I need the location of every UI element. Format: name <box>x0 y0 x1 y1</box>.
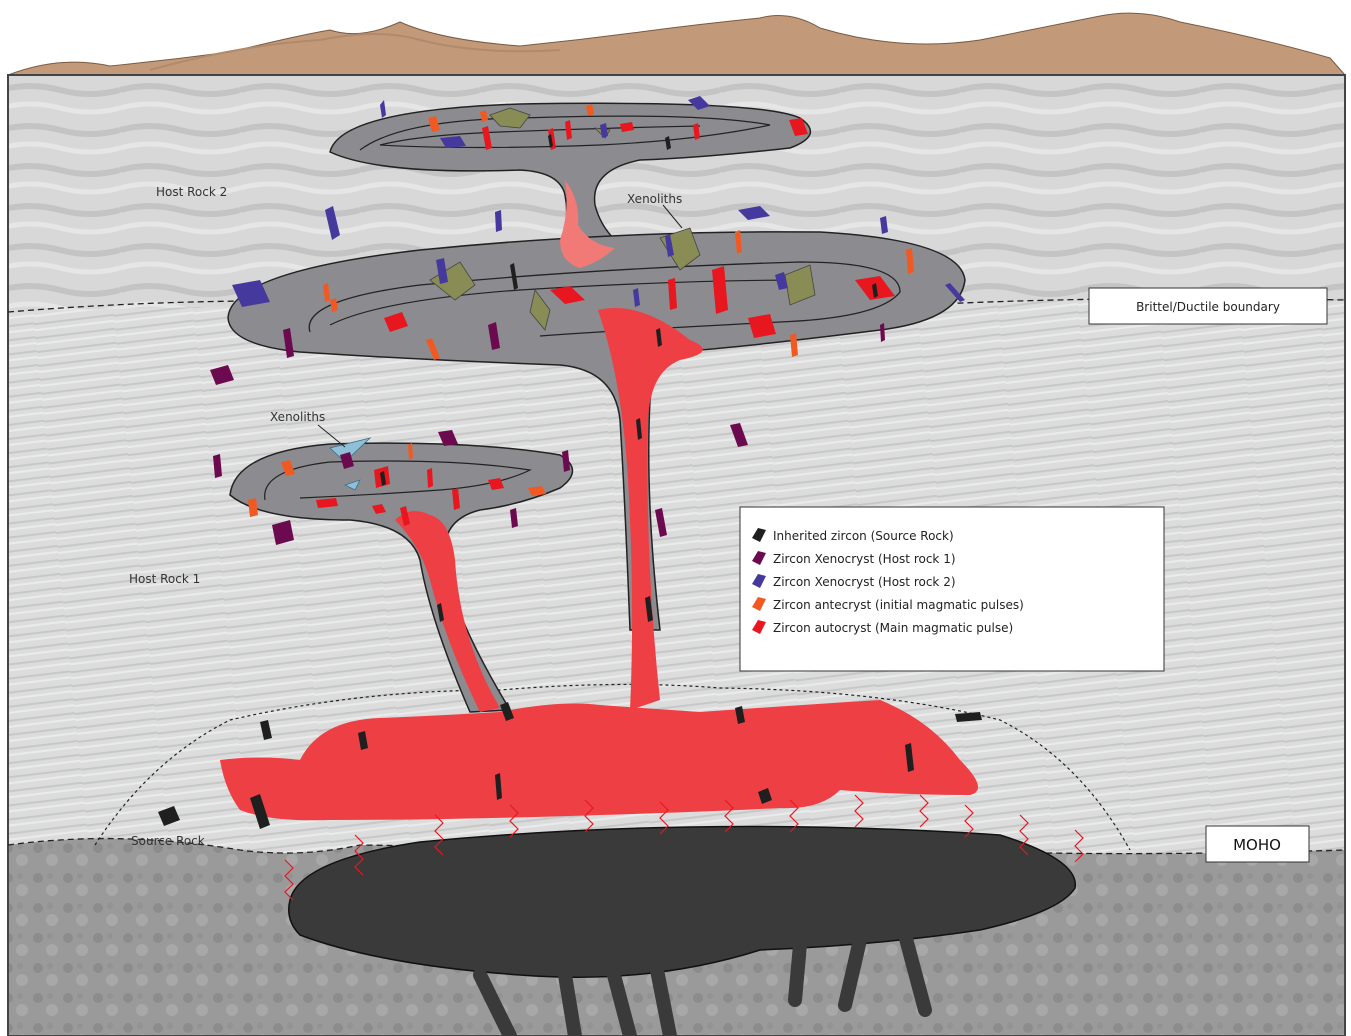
legend: Inherited zircon (Source Rock) Zircon Xen… <box>740 507 1164 671</box>
legend-label: Zircon antecryst (initial magmatic pulse… <box>773 598 1024 612</box>
brittle-ductile-box: Brittel/Ductile boundary <box>1089 288 1327 324</box>
legend-item: Zircon Xenocryst (Host rock 2) <box>752 574 956 589</box>
label-xenoliths-upper: Xenoliths <box>627 192 682 206</box>
legend-item: Zircon autocryst (Main magmatic pulse) <box>752 620 1013 635</box>
label-host-rock-1: Host Rock 1 <box>129 572 200 586</box>
moho-box: MOHO <box>1206 826 1309 862</box>
legend-item: Zircon antecryst (initial magmatic pulse… <box>752 597 1024 612</box>
label-host-rock-2: Host Rock 2 <box>156 185 227 199</box>
legend-label: Zircon Xenocryst (Host rock 2) <box>773 575 956 589</box>
moho-label: MOHO <box>1233 836 1281 854</box>
legend-item: Zircon Xenocryst (Host rock 1) <box>752 551 956 566</box>
legend-item: Inherited zircon (Source Rock) <box>752 528 954 543</box>
brittle-ductile-label: Brittel/Ductile boundary <box>1136 300 1280 314</box>
mountain-range <box>8 13 1345 75</box>
label-xenoliths-lower: Xenoliths <box>270 410 325 424</box>
label-source-rock: Source Rock <box>131 834 205 848</box>
legend-label: Zircon Xenocryst (Host rock 1) <box>773 552 956 566</box>
legend-label: Inherited zircon (Source Rock) <box>773 529 954 543</box>
legend-label: Zircon autocryst (Main magmatic pulse) <box>773 621 1013 635</box>
